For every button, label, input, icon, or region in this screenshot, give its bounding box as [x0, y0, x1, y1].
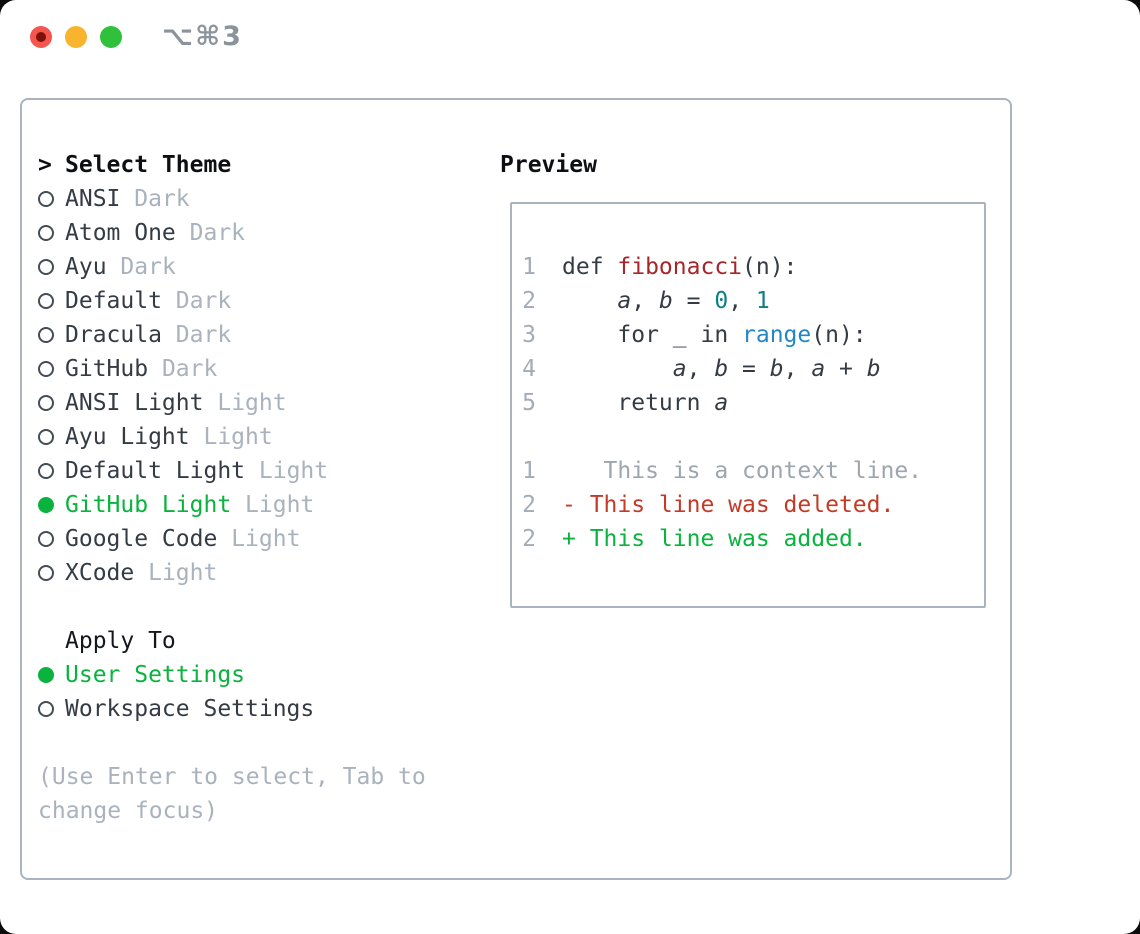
line-number: 1 — [522, 254, 536, 280]
code-line-4: 4 a, b = b, a + b — [522, 352, 984, 386]
theme-tag: Dark — [120, 254, 176, 280]
line-number: 2 — [522, 526, 536, 552]
apply-option-user-settings[interactable]: User Settings — [38, 658, 488, 692]
theme-tag: Light — [245, 492, 315, 518]
line-number: 5 — [522, 390, 536, 416]
theme-option-default-light[interactable]: Default Light Light — [38, 454, 488, 488]
theme-name: GitHub Light — [65, 492, 232, 518]
code-line-5: 5 return a — [522, 386, 984, 420]
radio-icon — [38, 293, 54, 309]
theme-name: Default Light — [65, 458, 246, 484]
radio-icon — [38, 701, 54, 717]
theme-option-ayu-light[interactable]: Ayu Light Light — [38, 420, 488, 454]
diff-text: - This line was deleted. — [562, 492, 895, 518]
theme-tag: Dark — [134, 186, 190, 212]
theme-option-default[interactable]: Default Dark — [38, 284, 488, 318]
title-bar: ⌥⌘3 — [0, 0, 1140, 74]
apply-option-workspace-settings[interactable]: Workspace Settings — [38, 692, 488, 726]
code-text: a, b = 0, 1 — [617, 288, 770, 314]
theme-name: Ayu Light — [65, 424, 190, 450]
theme-option-ansi-light[interactable]: ANSI Light Light — [38, 386, 488, 420]
theme-tag: Light — [148, 560, 218, 586]
radio-icon — [38, 225, 54, 241]
code-line-3: 3 for _ in range(n): — [522, 318, 984, 352]
window-title: ⌥⌘3 — [162, 21, 243, 52]
theme-option-ansi[interactable]: ANSI Dark — [38, 182, 488, 216]
diff-text: + This line was added. — [562, 526, 867, 552]
radio-icon — [38, 361, 54, 377]
apply-to-heading-row: Apply To — [38, 624, 488, 658]
zoom-button[interactable] — [100, 26, 122, 48]
radio-selected-icon — [38, 497, 54, 513]
line-number: 2 — [522, 492, 536, 518]
radio-icon — [38, 565, 54, 581]
theme-tag: Light — [203, 424, 273, 450]
diff-text: This is a context line. — [562, 458, 923, 484]
theme-name: GitHub — [65, 356, 149, 382]
apply-to-heading: Apply To — [65, 628, 176, 654]
theme-picker-panel — [20, 98, 1012, 880]
theme-option-github-light[interactable]: GitHub Light Light — [38, 488, 488, 522]
theme-name: XCode — [65, 560, 135, 586]
radio-icon — [38, 429, 54, 445]
radio-selected-icon — [38, 667, 54, 683]
close-button[interactable] — [30, 26, 52, 48]
theme-option-atom-one[interactable]: Atom One Dark — [38, 216, 488, 250]
select-theme-heading: Select Theme — [65, 152, 232, 178]
theme-option-ayu[interactable]: Ayu Dark — [38, 250, 488, 284]
theme-tag: Dark — [175, 288, 232, 314]
diff-line-ctx: 1 This is a context line. — [522, 454, 984, 488]
line-number: 1 — [522, 458, 536, 484]
line-number: 3 — [522, 322, 536, 348]
theme-name: Dracula — [65, 322, 162, 348]
line-number: 2 — [522, 288, 536, 314]
theme-option-xcode[interactable]: XCode Light — [38, 556, 488, 590]
theme-name: Default — [65, 288, 162, 314]
minimize-button[interactable] — [65, 26, 87, 48]
radio-icon — [38, 463, 54, 479]
code-text: return a — [562, 390, 729, 416]
apply-label: Workspace Settings — [65, 696, 315, 722]
theme-tag: Light — [258, 458, 329, 484]
theme-name: Google Code — [65, 526, 218, 552]
code-line-1: 1 def fibonacci(n): — [522, 250, 984, 284]
theme-name: Ayu — [65, 254, 107, 280]
theme-name: ANSI — [65, 186, 121, 212]
apply-label: User Settings — [65, 662, 246, 688]
theme-tag: Light — [231, 526, 301, 552]
theme-option-google-code[interactable]: Google Code Light — [38, 522, 488, 556]
diff-line-add: 2 + This line was added. — [522, 522, 984, 556]
code-text: def fibonacci(n): — [562, 254, 798, 280]
radio-icon — [38, 327, 54, 343]
radio-icon — [38, 531, 54, 547]
code-text: a, b = b, a + b — [672, 356, 881, 382]
theme-option-dracula[interactable]: Dracula Dark — [38, 318, 488, 352]
code-line-2: 2 a, b = 0, 1 — [522, 284, 984, 318]
code-text: for _ in range(n): — [562, 322, 867, 348]
theme-name: ANSI Light — [65, 390, 204, 416]
diff-line-del: 2 - This line was deleted. — [522, 488, 984, 522]
pointer-icon: > — [38, 152, 52, 178]
radio-icon — [38, 191, 54, 207]
preview-heading: Preview — [500, 152, 597, 178]
theme-option-github[interactable]: GitHub Dark — [38, 352, 488, 386]
diff-preview: 1 This is a context line. 2 - This line wa… — [522, 454, 984, 556]
theme-name: Atom One — [65, 220, 176, 246]
theme-tag: Dark — [161, 356, 218, 382]
theme-tag: Dark — [175, 322, 232, 348]
select-theme-heading-row: > Select Theme — [38, 148, 488, 182]
keyboard-hint: (Use Enter to select, Tab to change focu… — [38, 764, 426, 824]
theme-tag: Light — [217, 390, 287, 416]
radio-icon — [38, 395, 54, 411]
line-number: 4 — [522, 356, 536, 382]
theme-tag: Dark — [189, 220, 246, 246]
radio-icon — [38, 259, 54, 275]
